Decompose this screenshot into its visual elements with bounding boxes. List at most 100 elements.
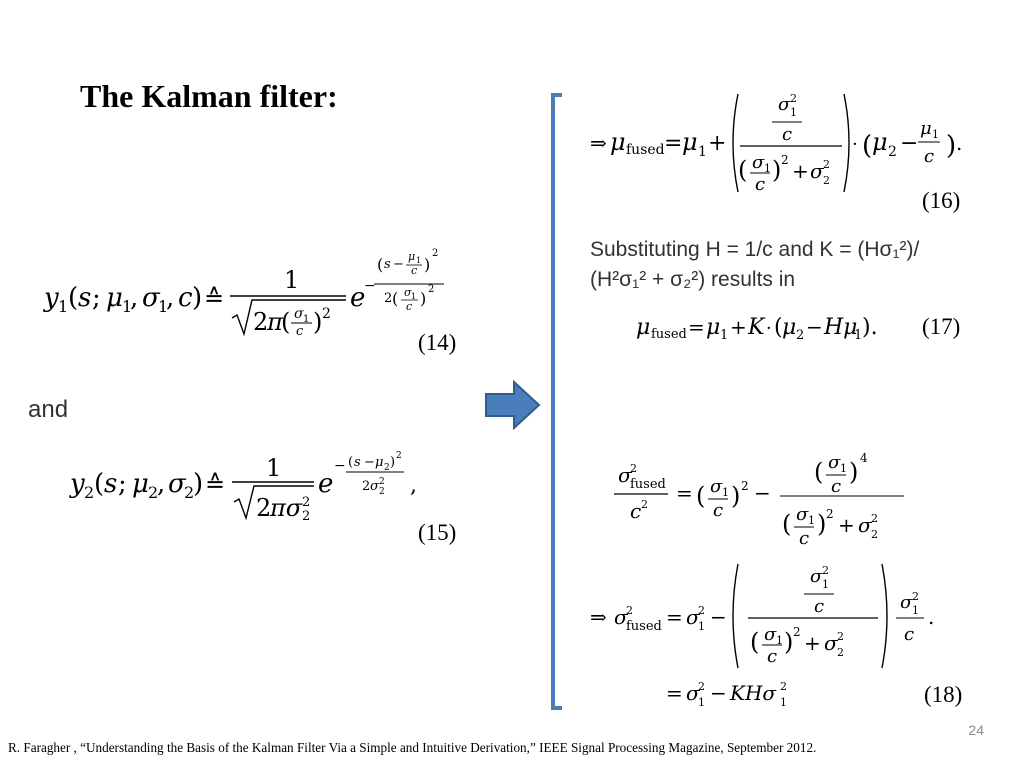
svg-text:+: + [792, 159, 809, 183]
svg-text:σ: σ [142, 283, 161, 313]
svg-text:2: 2 [630, 462, 637, 475]
svg-text:σ: σ [752, 152, 765, 173]
svg-text:=: = [664, 131, 682, 156]
svg-text:σ: σ [900, 592, 913, 613]
svg-text:c: c [782, 124, 792, 145]
svg-text:2: 2 [184, 483, 194, 502]
svg-text:s: s [384, 257, 391, 272]
svg-text:1: 1 [411, 292, 416, 301]
svg-text:2: 2 [793, 625, 801, 639]
svg-text:(: ( [738, 156, 747, 184]
svg-text:): ) [817, 510, 826, 538]
svg-text:1: 1 [854, 328, 862, 343]
svg-text:2: 2 [912, 590, 919, 603]
svg-text:=: = [666, 605, 683, 629]
svg-text:y: y [43, 283, 59, 313]
svg-text:2: 2 [780, 680, 787, 693]
svg-text:σ: σ [294, 306, 304, 322]
svg-text:,: , [410, 473, 417, 498]
svg-text:2: 2 [888, 144, 897, 160]
svg-text:): ) [424, 255, 430, 274]
equation-14-number: (14) [418, 330, 456, 355]
svg-text:1: 1 [790, 106, 797, 119]
svg-text:2: 2 [626, 604, 633, 617]
equation-16: ⇒ μ fused = μ 1 + σ 2 1 c ( σ 1 c ) 2 + … [590, 92, 962, 213]
svg-text:2: 2 [741, 479, 749, 493]
svg-text:⇒: ⇒ [590, 605, 607, 629]
svg-text:c: c [630, 499, 641, 523]
slide-title: The Kalman filter: [80, 78, 338, 114]
svg-text:2: 2 [698, 604, 705, 617]
svg-text:;: ; [92, 283, 101, 313]
svg-text:1: 1 [722, 486, 729, 499]
svg-text:2: 2 [379, 477, 385, 487]
substitution-line-1: Substituting H = 1/c and K = (Hσ₁²)/ [590, 238, 920, 261]
equation-variance-scaled: σ 2 fused c 2 = ( σ 1 c ) 2 − ( σ 1 c ) … [614, 451, 904, 549]
svg-text:2: 2 [322, 306, 331, 322]
svg-text:fused: fused [651, 327, 687, 342]
svg-text:e: e [350, 283, 365, 313]
svg-text:σ: σ [764, 624, 777, 645]
svg-text:s: s [78, 283, 91, 313]
svg-text:1: 1 [932, 128, 939, 141]
svg-text:c: c [178, 283, 193, 313]
svg-text:μ: μ [872, 128, 888, 156]
svg-text:1: 1 [416, 256, 421, 265]
svg-text:2: 2 [871, 512, 878, 525]
svg-text:μ: μ [682, 128, 698, 156]
svg-text:·: · [852, 134, 858, 155]
svg-text:fused: fused [630, 477, 666, 492]
svg-text:=: = [688, 315, 705, 339]
svg-text:−: − [334, 458, 346, 474]
svg-text:1: 1 [284, 266, 299, 294]
svg-text:2: 2 [148, 483, 158, 502]
svg-text:1: 1 [764, 162, 771, 175]
svg-text:2: 2 [837, 630, 844, 643]
svg-text:1: 1 [840, 462, 847, 475]
svg-text:2: 2 [384, 291, 392, 306]
connector-word: and [28, 396, 69, 423]
svg-text:): ) [946, 131, 956, 161]
svg-text:2: 2 [823, 158, 830, 171]
svg-text:1: 1 [698, 620, 705, 633]
svg-text:c: c [831, 476, 841, 497]
svg-text:2: 2 [396, 451, 402, 461]
svg-text:π: π [266, 308, 284, 336]
svg-text:σ: σ [686, 681, 701, 705]
svg-text:(: ( [392, 289, 398, 308]
svg-text:μ: μ [636, 315, 650, 340]
svg-text:1: 1 [58, 297, 68, 316]
svg-text:c: c [411, 264, 417, 277]
svg-text:c: c [767, 646, 777, 667]
substitution-line-2: (H²σ₁² + σ₂²) results in [590, 268, 796, 291]
svg-text:,: , [166, 283, 174, 313]
equation-14: y 1 ( s ; μ 1 , σ 1 , c ) ≙ 1 2 π ( σ 1 … [43, 248, 456, 355]
svg-text:2: 2 [823, 174, 830, 187]
svg-text:2: 2 [428, 284, 434, 295]
svg-text:2: 2 [796, 328, 804, 343]
svg-text:1: 1 [158, 297, 168, 316]
svg-text:): ) [772, 156, 781, 184]
svg-text:=: = [666, 681, 683, 705]
svg-text:−: − [364, 278, 376, 294]
svg-text:K: K [747, 315, 766, 340]
svg-text:2: 2 [384, 463, 390, 473]
svg-text:≙: ≙ [205, 470, 225, 498]
svg-text:σ: σ [824, 631, 839, 655]
svg-text:(: ( [862, 131, 872, 161]
svg-text:fused: fused [626, 142, 665, 158]
svg-text:+: + [804, 631, 821, 655]
svg-text:(: ( [281, 308, 290, 336]
svg-text:2: 2 [826, 507, 834, 521]
svg-text:μ: μ [375, 455, 383, 470]
svg-text:2: 2 [822, 564, 829, 577]
svg-text:(: ( [774, 315, 783, 340]
svg-text:σ: σ [858, 513, 873, 537]
svg-text:μ: μ [408, 250, 415, 263]
svg-text:2: 2 [781, 153, 789, 167]
svg-text:μ: μ [132, 469, 149, 499]
svg-text:1: 1 [122, 297, 132, 316]
svg-text:πσ: πσ [269, 494, 303, 522]
svg-text:4: 4 [860, 451, 868, 465]
svg-text:2: 2 [84, 483, 94, 502]
